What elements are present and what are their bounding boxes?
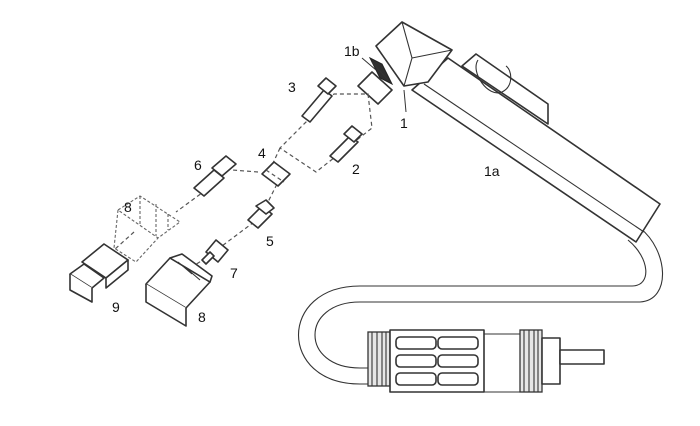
part-labels: 1b 1 1a 3 2 4 6 5 7 8 8 9 [112,43,500,325]
part-5-tip [247,199,275,229]
coupling-nut [519,329,543,393]
part-4-swirl-ring [261,161,291,187]
label-1a: 1a [484,163,500,179]
label-1: 1 [400,115,408,131]
head-socket [357,71,393,105]
part-2-electrode [329,125,363,163]
head-body [375,21,453,87]
label-3: 3 [288,79,296,95]
assembly-lines [113,93,373,269]
connector-assembly [367,329,605,393]
plug-pin [559,349,605,365]
trigger-spring [475,59,512,94]
label-9: 9 [112,299,120,315]
label-4: 4 [258,145,266,161]
torch-head [357,21,453,105]
label-5: 5 [266,233,274,249]
part-9-shield-cup [69,243,129,303]
label-1b: 1b [344,43,360,59]
coupling-body [541,337,561,385]
part-7-nozzle-tip [201,239,229,265]
torch-handle [411,53,661,243]
label-6: 6 [194,157,202,173]
label-8-solid: 8 [198,309,206,325]
label-7: 7 [230,265,238,281]
hose-cable [298,227,663,393]
part-8-nozzle [145,253,213,327]
leader-lines [361,57,407,113]
handle-body [411,57,661,243]
part-6-insulator [193,155,237,197]
part-3-electrode [301,77,337,123]
trigger-lever [461,53,549,125]
label-2: 2 [352,161,360,177]
knurled-nut-left [367,331,391,387]
label-8-dashed: 8 [124,199,132,215]
